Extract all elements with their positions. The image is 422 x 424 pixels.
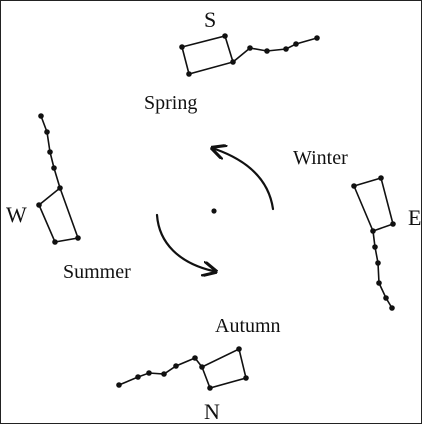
star: [351, 183, 357, 189]
label-autumn: Autumn: [215, 315, 281, 337]
star: [383, 295, 389, 301]
star: [222, 33, 228, 39]
star: [264, 48, 270, 54]
star: [293, 41, 299, 47]
star: [370, 228, 376, 234]
star: [38, 113, 44, 119]
rotation-arrow-top: [215, 149, 273, 209]
star: [179, 44, 185, 50]
star: [199, 364, 205, 370]
dipper-autumn: [116, 346, 249, 391]
star: [230, 59, 236, 65]
label-spring: Spring: [144, 92, 197, 114]
star: [116, 382, 122, 388]
star: [378, 175, 384, 181]
star: [161, 371, 167, 377]
star: [243, 375, 249, 381]
star: [389, 305, 395, 311]
dipper-winter: [351, 175, 396, 311]
star: [372, 244, 378, 250]
star: [135, 374, 141, 380]
star: [390, 221, 396, 227]
label-east: E: [408, 205, 421, 230]
star: [173, 363, 179, 369]
star: [236, 346, 242, 352]
star: [314, 35, 320, 41]
star: [376, 280, 382, 286]
dipper-spring: [179, 33, 320, 77]
star: [146, 370, 152, 376]
dipper-summer: [36, 113, 81, 245]
label-north: N: [204, 399, 220, 423]
star: [47, 149, 53, 155]
star: [52, 239, 58, 245]
star: [36, 202, 42, 208]
star: [247, 45, 253, 51]
pole-star: [211, 208, 216, 213]
star: [57, 185, 63, 191]
star: [186, 71, 192, 77]
star: [75, 235, 81, 241]
star: [207, 385, 213, 391]
rotation-arrow-bottom: [157, 215, 213, 271]
star: [375, 260, 381, 266]
label-summer: Summer: [63, 261, 131, 283]
label-winter: Winter: [293, 147, 348, 169]
star: [51, 165, 57, 171]
star: [283, 46, 289, 52]
star: [44, 129, 50, 135]
star: [192, 355, 198, 361]
label-south: S: [204, 7, 216, 32]
label-west: W: [6, 202, 27, 227]
